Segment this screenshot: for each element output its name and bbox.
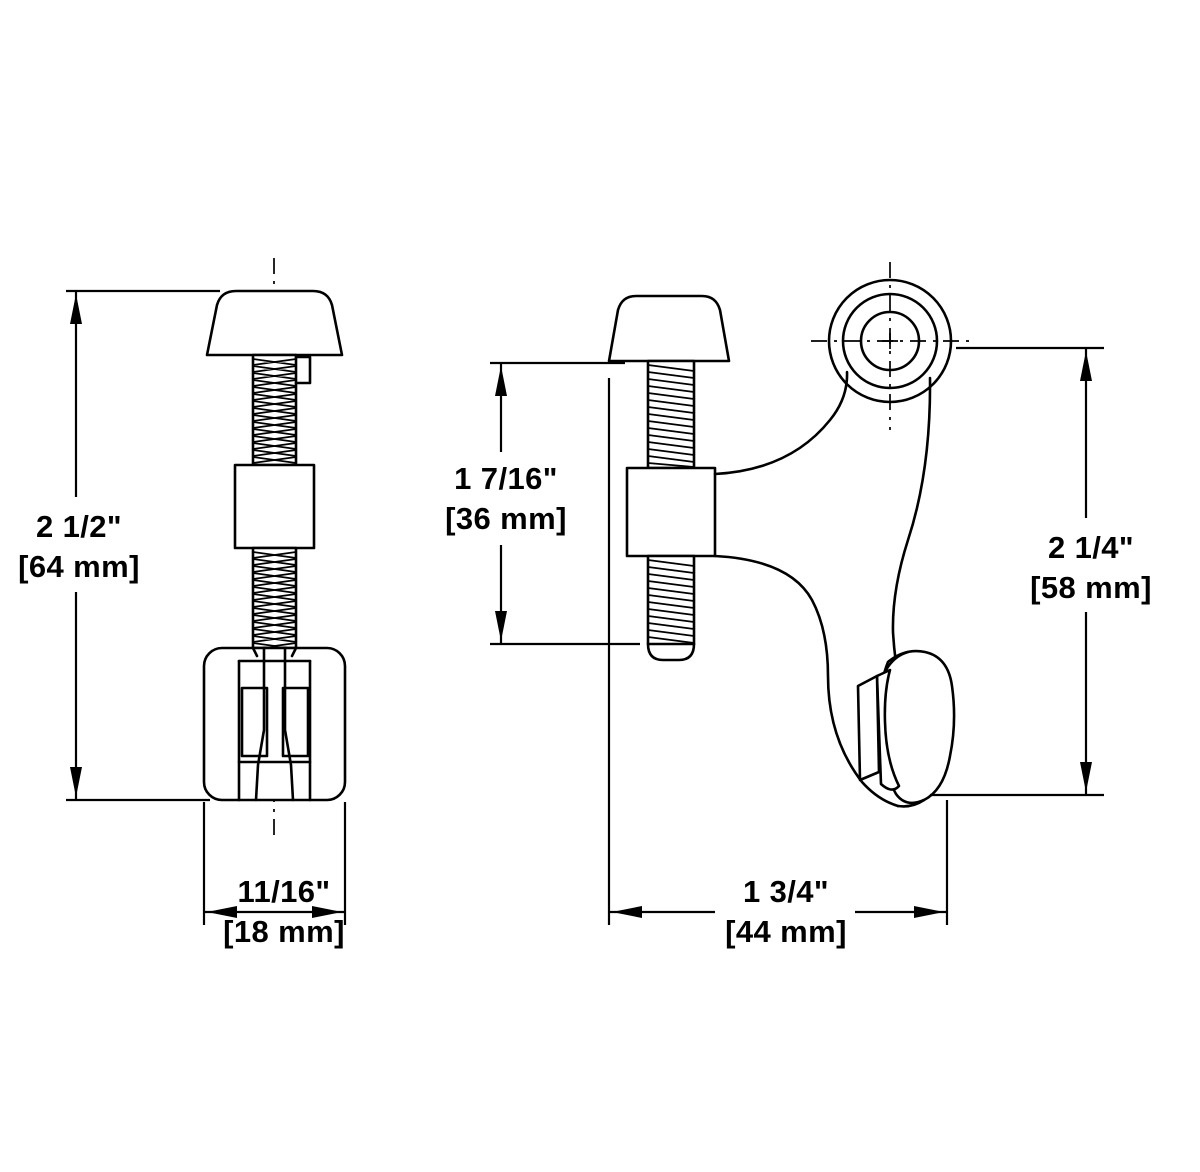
dimension-bolt-length: 1 7/16" [36 mm] (445, 361, 640, 646)
dimension-projection-depth: 1 3/4" [44 mm] (607, 378, 949, 949)
arrow-projection-depth-right (914, 906, 944, 918)
side-thread-upper-hatch (647, 364, 695, 468)
arrow-bolt-length-bottom (495, 611, 507, 641)
bracket-contour-lower-left (713, 554, 900, 808)
arrow-projection-depth-left (612, 906, 642, 918)
side-bumper-flange (875, 668, 901, 791)
front-shaft-chamfer (251, 646, 298, 658)
side-bumper-inner-edge-top (884, 650, 910, 672)
arrow-overall-height-top (70, 294, 82, 324)
dim-label-projection-depth-metric: [44 mm] (725, 914, 847, 949)
front-bolt-head (205, 289, 344, 357)
arrow-base-width-right (312, 906, 342, 918)
front-head-tab (294, 355, 312, 385)
dim-label-overall-height-imperial: 2 1/2" (36, 509, 122, 544)
front-shaft-taper-right (283, 646, 295, 802)
dimension-bracket-height: 2 1/4" [58 mm] (930, 346, 1152, 797)
arrow-bracket-height-bottom (1080, 762, 1092, 792)
side-view-group (607, 262, 969, 808)
front-thread-lower (251, 546, 298, 650)
dimension-overall-height: 2 1/2" [64 mm] (18, 289, 220, 802)
arrow-base-width-left (207, 906, 237, 918)
boss-center-cross (882, 333, 898, 349)
arrow-bracket-height-top (1080, 351, 1092, 381)
front-shaft-taper-left (254, 646, 266, 802)
side-mounting-block (625, 466, 717, 558)
dim-label-base-width-imperial: 11/16" (238, 874, 331, 909)
dimension-base-width: 11/16" [18 mm] (202, 802, 347, 949)
dim-label-bracket-height-metric: [58 mm] (1030, 570, 1152, 605)
side-shank-end (646, 642, 696, 662)
dim-label-bolt-length-metric: [36 mm] (445, 501, 567, 536)
side-bumper-bottom-edge (896, 798, 926, 808)
dim-label-projection-depth-imperial: 1 3/4" (743, 874, 829, 909)
dim-label-overall-height-metric: [64 mm] (18, 549, 140, 584)
dim-label-bolt-length-imperial: 1 7/16" (454, 461, 558, 496)
arrow-overall-height-bottom (70, 767, 82, 797)
arrow-bolt-length-top (495, 366, 507, 396)
front-thread-lower-hatch (252, 551, 297, 650)
side-bolt-head (607, 294, 731, 363)
front-bumper-slot-right (281, 686, 310, 758)
dim-label-bracket-height-imperial: 2 1/4" (1048, 530, 1134, 565)
side-bumper-washer (856, 674, 881, 782)
bracket-contour-upper-left (713, 370, 849, 476)
dim-label-base-width-metric: [18 mm] (223, 914, 345, 949)
front-view-group (202, 258, 347, 838)
side-thread-lower-hatch (647, 559, 695, 644)
front-bumper-body (202, 646, 347, 802)
front-thread-upper-hatch (252, 358, 297, 464)
front-mounting-block (233, 463, 316, 550)
